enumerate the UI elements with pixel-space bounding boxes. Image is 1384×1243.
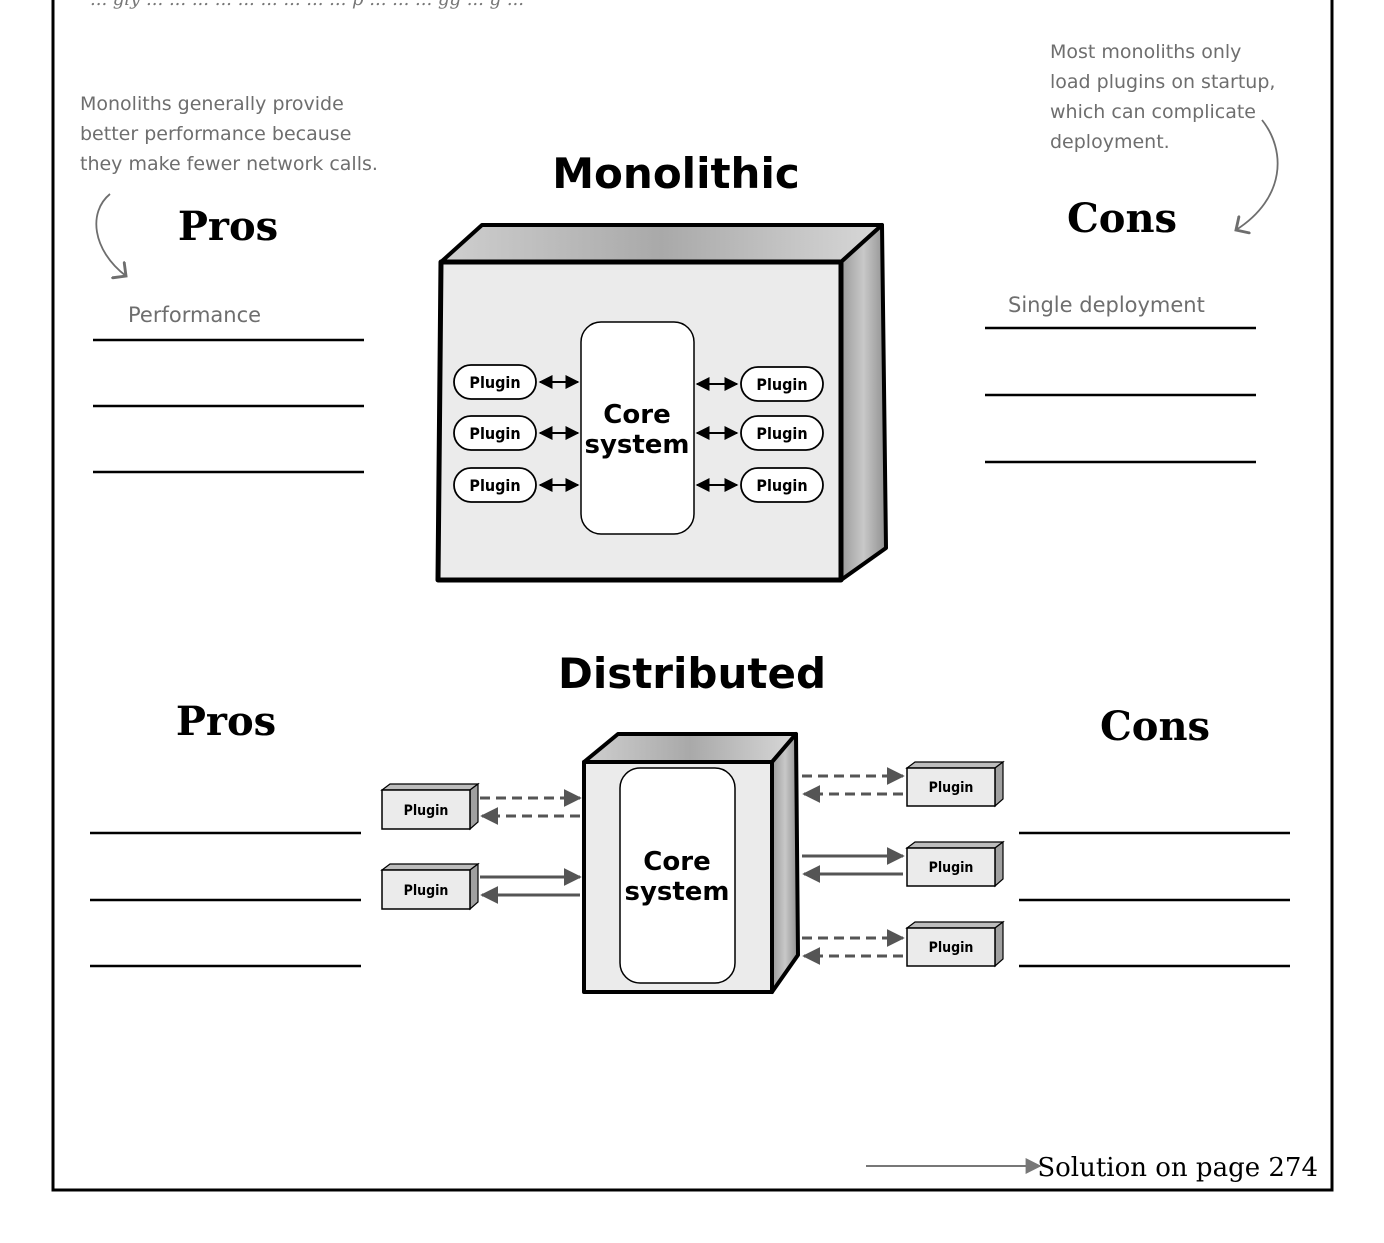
plugin-label: Plugin [929,940,974,956]
distributed-plugin: Plugin [380,862,480,911]
monolith-box-side [839,223,888,582]
monolith-plugin: Plugin [453,467,537,503]
monolith-core-label-2: system [584,430,689,460]
plugin-label: Plugin [404,803,449,819]
note-left-line-2: better performance because [80,123,351,145]
plugin-label: Plugin [756,424,807,443]
note-left-line-1: Monoliths generally provide [80,93,344,115]
note-right-line-1: Most monoliths only [1050,41,1241,63]
distributed-connections [480,767,905,965]
plugin-label: Plugin [756,375,807,394]
note-left-line-3: they make fewer network calls. [80,153,378,175]
distributed-cons-list [1019,831,1290,968]
distributed-title: Distributed [558,649,826,698]
top-cut-text: ... gly ... ... ... ... ... ... ... ... … [90,0,524,10]
distributed-box-side [770,732,800,994]
distributed-pros-heading: Pros [176,698,276,745]
distributed-core-label-1: Core [643,847,710,877]
distributed-plugin: Plugin [905,920,1005,968]
annotation-monolith-performance: Monoliths generally provide better perfo… [80,93,378,276]
solution-reference[interactable]: Solution on page 274 [1037,1153,1318,1183]
annotation-monolith-deployment: Most monoliths only load plugins on star… [1050,41,1279,230]
monolithic-title: Monolithic [552,149,799,198]
monolithic-pros-heading: Pros [178,203,278,250]
distributed-pros-list [90,831,361,968]
monolith-plugin: Plugin [453,415,537,451]
note-right-line-2: load plugins on startup, [1050,71,1275,93]
monolith-plugin: Plugin [453,364,537,400]
monolith-core-label-1: Core [603,400,670,430]
distributed-cons-heading: Cons [1100,703,1210,750]
plugin-label: Plugin [469,476,520,495]
note-right-arrow-icon [1236,119,1279,230]
note-right-line-3: which can complicate [1050,101,1256,123]
monolithic-cons-heading: Cons [1067,195,1177,242]
distributed-box-top [582,732,798,764]
plugin-label: Plugin [756,476,807,495]
monolith-plugin: Plugin [740,467,824,503]
monolithic-pros-list: Performance [93,303,364,474]
plugin-label: Plugin [404,883,449,899]
distributed-core-system [619,767,736,984]
monolith-plugin: Plugin [740,366,824,402]
distributed-plugin: Plugin [380,782,480,831]
distributed-core-label-2: system [624,877,729,907]
note-left-arrow-icon [95,193,126,276]
distributed-plugin: Plugin [905,840,1005,888]
distributed-plugin: Plugin [905,760,1005,808]
monolith-plugin: Plugin [740,415,824,451]
note-right-line-4: deployment. [1050,131,1170,153]
monolith-box-top [439,223,884,264]
plugin-label: Plugin [469,424,520,443]
plugin-label: Plugin [929,780,974,796]
monolithic-cons-list: Single deployment [985,293,1256,464]
monolith-core-system [580,321,695,535]
page-frame [51,0,1334,1192]
plugin-label: Plugin [929,860,974,876]
monolithic-cons-item-1: Single deployment [1008,293,1205,317]
monolithic-pros-item-1: Performance [128,303,261,327]
plugin-label: Plugin [469,373,520,392]
